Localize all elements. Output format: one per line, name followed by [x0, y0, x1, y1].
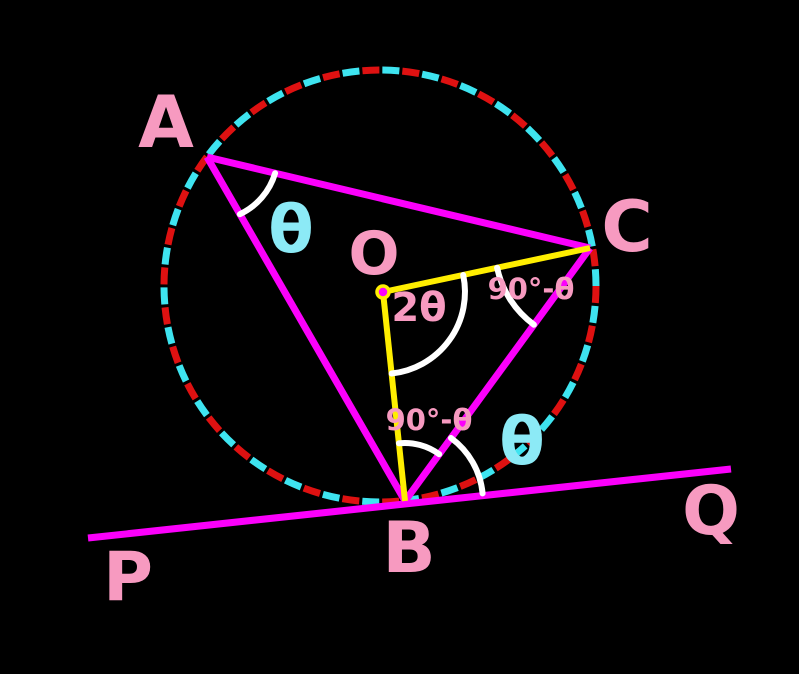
angle-arcs: [236, 170, 537, 497]
angle-label-90-minus-theta-at-B: 90°-θ: [386, 403, 473, 437]
angle-arc-at-B-tangent-chord: [448, 435, 486, 497]
label-point-P: P: [103, 538, 153, 617]
label-point-Q: Q: [682, 472, 740, 551]
radius-OC: [382, 245, 591, 295]
angle-arc-at-B-radius-chord: [395, 439, 443, 458]
radius-OB: [380, 291, 408, 502]
angle-arc-at-C: [494, 264, 537, 328]
tangent-line-PQ: [87, 465, 732, 542]
label-point-O: O: [348, 219, 399, 289]
label-point-C: C: [601, 186, 652, 268]
radii: [380, 245, 591, 502]
angle-arc-at-A: [236, 170, 279, 218]
vertex-labels: A O C B P Q: [103, 80, 740, 617]
chord-AC: [206, 153, 591, 252]
chord-BC: [402, 245, 593, 504]
angle-label-90-minus-theta-at-C: 90°-θ: [488, 272, 575, 306]
center-point-dot: [375, 284, 391, 300]
angle-labels: θ 2θ 90°-θ 90°-θ θ: [268, 191, 574, 480]
label-point-B: B: [382, 507, 435, 589]
angle-arc-at-O: [388, 272, 468, 377]
label-point-A: A: [138, 80, 194, 164]
angle-label-theta-at-B: θ: [499, 403, 544, 480]
angle-label-2theta-at-O: 2θ: [391, 285, 446, 331]
angle-label-theta-at-A: θ: [268, 191, 313, 268]
circle-outline: [160, 66, 600, 506]
circle-outline-cyan-dashes: [160, 66, 600, 506]
